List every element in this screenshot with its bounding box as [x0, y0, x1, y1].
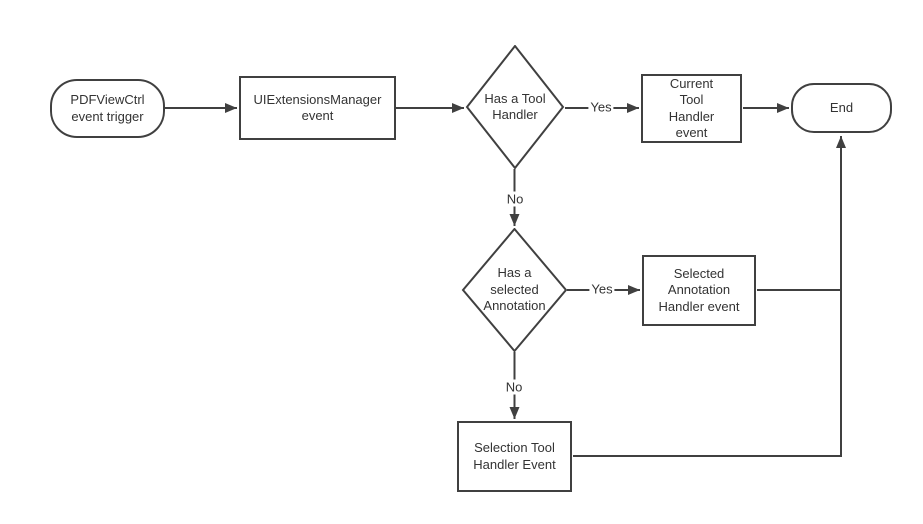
node-uiextensionsmanager-event: UIExtensionsManager event: [239, 76, 396, 140]
decision-label: Has a Tool Handler: [484, 90, 546, 123]
edge-selection-tool-to-end: [573, 136, 846, 457]
node-decision-has-selected-annotation: Has a selected Annotation: [461, 228, 568, 352]
node-selection-tool-handler-event: Selection Tool Handler Event: [457, 421, 572, 492]
edge-label-no: No: [503, 379, 525, 395]
decision-label: Has a selected Annotation: [483, 265, 546, 314]
edge-label-yes: Yes: [588, 99, 614, 115]
node-decision-has-tool-handler: Has a Tool Handler: [465, 45, 565, 169]
node-end: End: [791, 83, 892, 133]
node-start-pdfviewctrl: PDFViewCtrl event trigger: [50, 79, 165, 138]
diamond-shape: [461, 228, 568, 352]
node-current-tool-handler-event: Current Tool Handler event: [641, 74, 742, 143]
edge-label-no: No: [504, 191, 526, 207]
node-selected-annotation-handler-event: Selected Annotation Handler event: [642, 255, 756, 326]
diamond-shape: [465, 45, 565, 169]
edge-label-yes: Yes: [589, 281, 615, 297]
